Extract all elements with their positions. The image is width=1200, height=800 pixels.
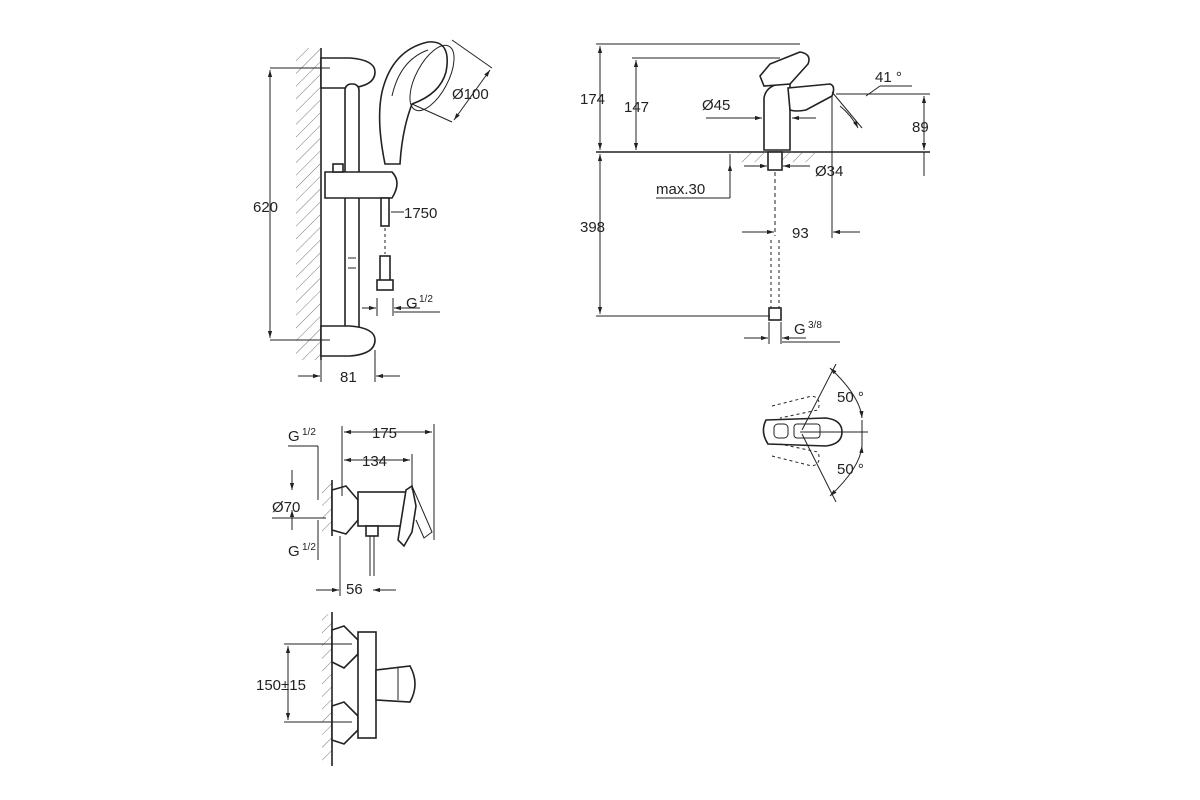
dim-398: 398 xyxy=(580,219,605,236)
wall-hatch xyxy=(296,48,320,360)
dim-body-diameter: Ø45 xyxy=(702,97,730,114)
basin-mixer-drawing xyxy=(596,43,930,344)
shower-mixer-side-drawing xyxy=(272,424,435,596)
shower-set-drawing xyxy=(267,39,493,382)
dim-89: 89 xyxy=(912,119,929,136)
shower-mixer-front-drawing xyxy=(284,612,416,766)
lever-rotation-drawing xyxy=(762,363,868,503)
dim-base-diameter: Ø34 xyxy=(815,163,843,180)
dim-150-centers: 150±15 xyxy=(256,677,306,694)
shower-thread-label: G xyxy=(406,295,418,312)
lever-angle-upper: 50 ° xyxy=(837,389,864,406)
mixer-thread-top-fraction: 1/2 xyxy=(302,427,316,438)
dim-147: 147 xyxy=(624,99,649,116)
dim-rosette-diameter: Ø70 xyxy=(272,499,300,516)
shower-thread-fraction: 1/2 xyxy=(419,294,433,305)
dim-620: 620 xyxy=(253,199,278,216)
mixer-thread-bottom-fraction: 1/2 xyxy=(302,542,316,553)
mixer-thread-bottom-label: G xyxy=(288,543,300,560)
dim-hose-1750: 1750 xyxy=(404,205,437,222)
lever-angle-lower: 50 ° xyxy=(837,461,864,478)
dim-reach-93: 93 xyxy=(792,225,809,242)
dim-175: 175 xyxy=(372,425,397,442)
basin-thread-fraction: 3/8 xyxy=(808,320,822,331)
dim-spout-angle: 41 ° xyxy=(875,69,902,86)
dim-134: 134 xyxy=(362,453,387,470)
dim-174: 174 xyxy=(580,91,605,108)
basin-thread-label: G xyxy=(794,321,806,338)
dim-max-deck: max.30 xyxy=(656,181,705,198)
dim-56: 56 xyxy=(346,581,363,598)
mixer-thread-top-label: G xyxy=(288,428,300,445)
dim-81: 81 xyxy=(340,369,357,386)
dim-head-diameter: Ø100 xyxy=(452,86,489,103)
